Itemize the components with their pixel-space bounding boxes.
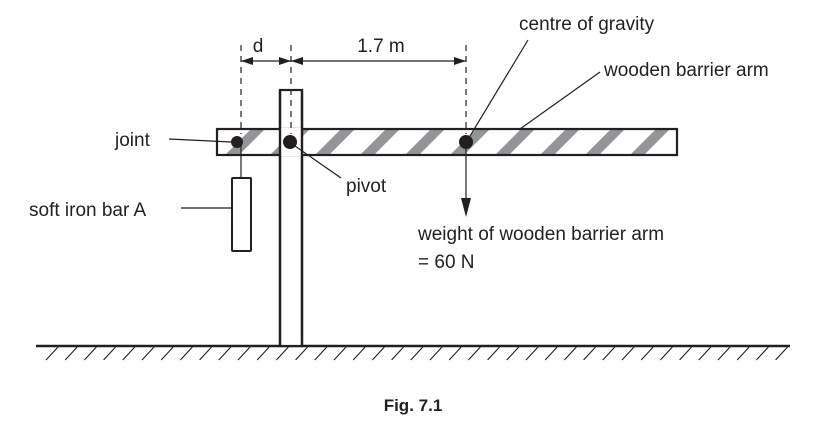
arrowhead-right-icon (279, 57, 291, 65)
ground-hatch (602, 346, 616, 361)
ground-hatch (256, 346, 270, 361)
dimension-d-label: d (253, 36, 264, 57)
ground-hatch (352, 346, 366, 361)
ground-hatch (141, 346, 155, 361)
ground-hatching (45, 346, 789, 361)
ground-hatch (199, 346, 213, 361)
ground-hatch (717, 346, 731, 361)
ground-hatch (698, 346, 712, 361)
pivot-leader (294, 145, 342, 179)
ground-hatch (467, 346, 481, 361)
barrier-stripe (405, 129, 445, 155)
ground-hatch (448, 346, 462, 361)
ground-hatch (410, 346, 424, 361)
barrier-arm-outline (215, 127, 679, 157)
barrier-stripe (495, 129, 535, 155)
ground-hatch (218, 346, 232, 361)
arrowhead-left-icon (241, 57, 253, 65)
joint-leader (168, 138, 232, 143)
ground-hatch (775, 346, 789, 361)
ground (36, 344, 790, 361)
barrier-arm-leader (519, 71, 601, 130)
barrier-arm (215, 127, 679, 157)
ground-hatch (544, 346, 558, 361)
joint-label: joint (114, 130, 151, 151)
barrier-stripe (217, 129, 220, 132)
pivot-point (283, 135, 297, 149)
ground-hatch (640, 346, 654, 361)
barrier-stripe (315, 129, 355, 155)
centre-of-gravity-label: centre of gravity (519, 14, 655, 35)
ground-hatch (295, 346, 309, 361)
ground-hatch (371, 346, 385, 361)
joint-point (231, 136, 243, 148)
barrier-stripe (585, 129, 625, 155)
ground-hatch (122, 346, 136, 361)
ground-hatch (237, 346, 251, 361)
ground-hatch (679, 346, 693, 361)
ground-hatch (160, 346, 174, 361)
ground-hatch (487, 346, 501, 361)
barrier-stripe (540, 129, 580, 155)
ground-hatch (563, 346, 577, 361)
barrier-arm-label: wooden barrier arm (603, 60, 769, 81)
weight-label-line1: weight of wooden barrier arm (417, 224, 664, 245)
ground-hatch (314, 346, 328, 361)
weight-label-line2: = 60 N (418, 252, 475, 273)
ground-hatch (333, 346, 347, 361)
dimension-d: d (241, 36, 291, 65)
ground-hatch (659, 346, 673, 361)
pivot-label: pivot (346, 176, 387, 197)
ground-hatch (736, 346, 750, 361)
ground-hatch (583, 346, 597, 361)
ground-hatch (83, 346, 97, 361)
ground-hatch (429, 346, 443, 361)
soft-iron-bar (231, 177, 252, 252)
barrier-stripe (360, 129, 400, 155)
arrowhead-right-icon (454, 57, 466, 65)
ground-hatch (179, 346, 193, 361)
ground-hatch (275, 346, 289, 361)
centre-of-gravity-leader (469, 39, 529, 137)
ground-hatch (45, 346, 59, 361)
dimension-distance-label: 1.7 m (357, 36, 405, 57)
barrier-stripe (225, 129, 265, 155)
barrier-stripe (630, 129, 670, 155)
ground-hatch (506, 346, 520, 361)
ground-hatch (755, 346, 769, 361)
ground-hatch (64, 346, 78, 361)
barrier-stripe (675, 153, 677, 155)
iron-bar-label: soft iron bar A (29, 200, 147, 221)
ground-hatch (525, 346, 539, 361)
arrowhead-left-icon (291, 57, 303, 65)
weight-arrowhead-icon (461, 198, 471, 217)
ground-hatch (103, 346, 117, 361)
ground-hatch (391, 346, 405, 361)
dimension-1-7m: 1.7 m (291, 36, 466, 65)
ground-hatch (621, 346, 635, 361)
figure-caption: Fig. 7.1 (384, 396, 443, 415)
